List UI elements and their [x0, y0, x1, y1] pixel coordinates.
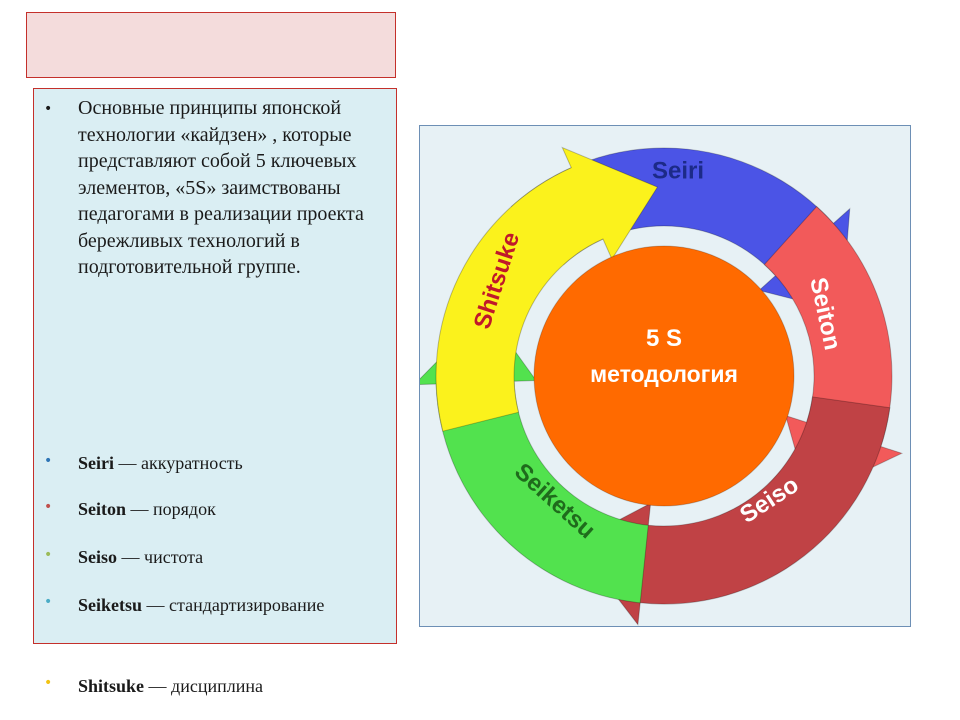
diagram-frame: 5 S методология Seiri Seiton Seiso Seike…: [419, 125, 911, 627]
center-title: 5 S: [646, 325, 682, 352]
list-item-seiso: Seiso — чистота: [78, 546, 390, 568]
bullet-marker-seiketsu: •: [44, 594, 53, 610]
intro-paragraph: Основные принципы японской технологии «к…: [78, 97, 364, 278]
bullet-marker-seiri: •: [44, 453, 53, 469]
bullet-marker-seiso: •: [44, 547, 53, 563]
list-item-seiri: Seiri — аккуратность: [78, 452, 390, 474]
definition-seiketsu: — стандартизирование: [142, 595, 325, 615]
definition-seiri: — аккуратность: [114, 453, 243, 473]
list-item-shitsuke: Shitsuke — дисциплина: [78, 675, 390, 697]
term-seiso: Seiso: [78, 547, 118, 567]
text-panel: [33, 88, 397, 644]
center-circle: [533, 245, 795, 507]
term-shitsuke: Shitsuke: [78, 676, 145, 696]
bullet-marker-shitsuke: •: [44, 675, 53, 691]
definition-shitsuke: — дисциплина: [144, 676, 263, 696]
bullet-marker-seiton: •: [44, 499, 53, 515]
5s-cycle-diagram: 5 S методология Seiri Seiton Seiso Seike…: [420, 146, 904, 626]
intro-bullet: •: [44, 101, 53, 117]
slide-title-box: [26, 12, 396, 78]
list-item-seiketsu: Seiketsu — стандартизирование: [78, 594, 390, 616]
label-seiri: Seiri: [652, 157, 704, 184]
list-item-seiton: Seiton — порядок: [78, 498, 390, 520]
center-subtitle: методология: [590, 361, 738, 387]
cycle-arrows: [420, 146, 904, 626]
term-seiri: Seiri: [78, 453, 114, 473]
term-seiton: Seiton: [78, 499, 127, 519]
term-seiketsu: Seiketsu: [78, 595, 143, 615]
definition-seiso: — чистота: [117, 547, 204, 567]
arrow-shitsuke: [435, 146, 659, 432]
definition-seiton: — порядок: [126, 499, 216, 519]
